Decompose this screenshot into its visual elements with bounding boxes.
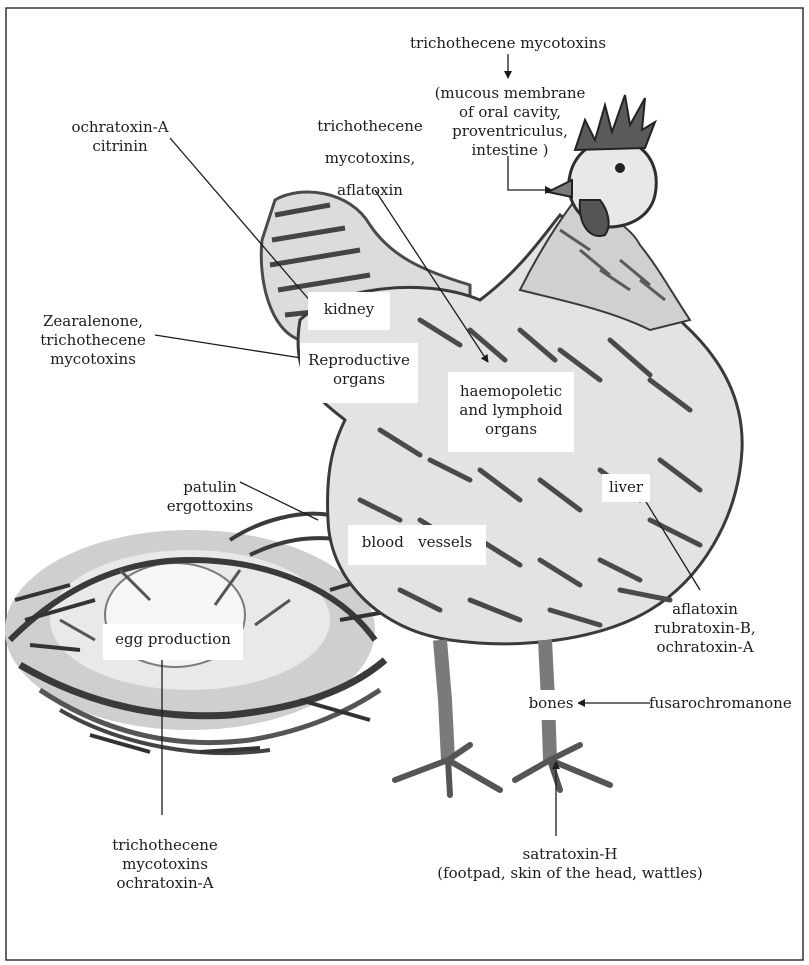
organ-kidney: kidney — [308, 292, 390, 330]
label-liver-toxins: aflatoxin rubratoxin-B, ochratoxin-A — [640, 600, 770, 657]
label-patulin: patulin ergottoxins — [160, 478, 260, 516]
organ-reproductive: Reproductive organs — [300, 343, 418, 403]
eye — [615, 163, 625, 173]
organ-haemopoietic: haemopoletic and lymphoid organs — [448, 372, 574, 452]
organ-liver: liver — [602, 474, 650, 502]
beak — [548, 180, 572, 197]
right-foot — [515, 745, 610, 790]
label-trichothecene-aflatoxin: trichothecene mycotoxins, aflatoxin — [305, 118, 435, 198]
label-zearalenone: Zearalenone, trichothecene mycotoxins — [28, 312, 158, 369]
label-trichothecene-top: trichothecene mycotoxins — [410, 34, 606, 53]
organ-blood-vessels: blood vessels — [348, 525, 486, 565]
organ-bones: bones — [524, 690, 578, 720]
label-oral-cavity: (mucous membrane of oral cavity, provent… — [430, 84, 590, 160]
label-fusarochromanone: fusarochromanone — [649, 694, 792, 713]
label-ochratoxin-citrinin: ochratoxin-A citrinin — [55, 118, 185, 156]
organ-egg-production: egg production — [103, 624, 243, 660]
label-satratoxin: satratoxin-H (footpad, skin of the head,… — [420, 845, 720, 883]
label-egg-toxins: trichothecene mycotoxins ochratoxin-A — [100, 836, 230, 893]
